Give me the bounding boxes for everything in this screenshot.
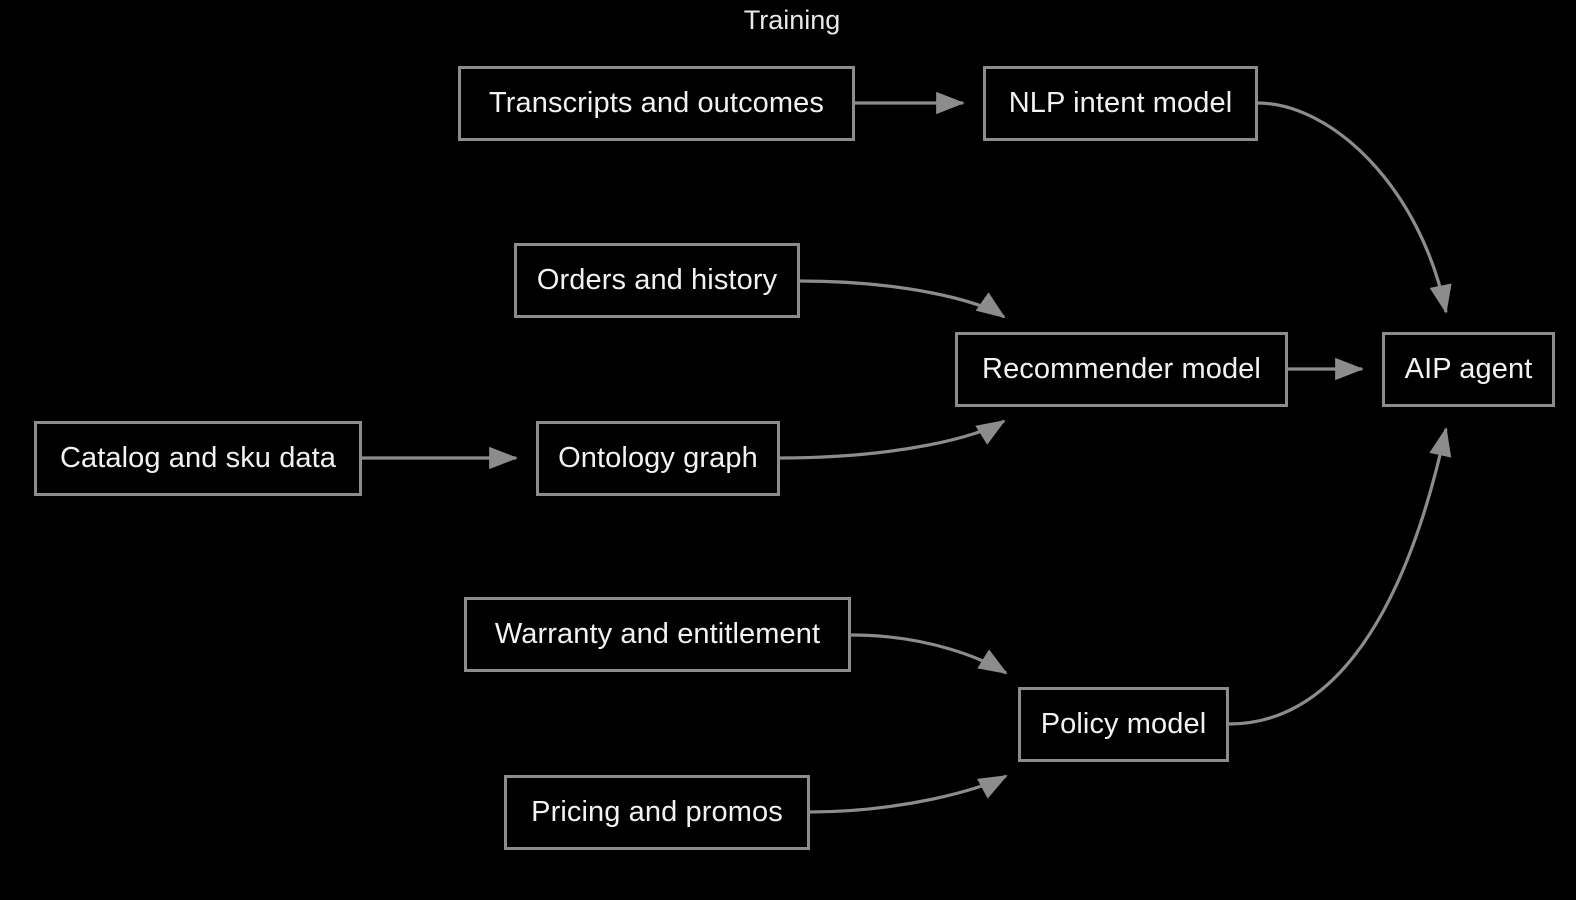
node-policy[interactable]: Policy model (1018, 687, 1229, 762)
node-label-pricing: Pricing and promos (531, 796, 783, 828)
node-recommender[interactable]: Recommender model (955, 332, 1288, 407)
node-label-ontology: Ontology graph (558, 442, 758, 474)
node-ontology[interactable]: Ontology graph (536, 421, 780, 496)
node-label-aip: AIP agent (1404, 353, 1533, 385)
node-aip[interactable]: AIP agent (1382, 332, 1555, 407)
node-label-catalog: Catalog and sku data (59, 442, 337, 474)
node-label-policy: Policy model (1040, 708, 1207, 740)
page-title: Training (743, 5, 841, 35)
node-label-recommender: Recommender model (982, 353, 1261, 385)
edge-nlp-to-aip (1257, 101, 1452, 314)
node-transcripts[interactable]: Transcripts and outcomes (458, 66, 855, 141)
edge-ontology-to-recommender (779, 419, 1006, 460)
edge-policy-to-aip (1228, 427, 1452, 726)
node-orders[interactable]: Orders and history (514, 243, 800, 318)
node-pricing[interactable]: Pricing and promos (504, 775, 810, 850)
node-label-warranty: Warranty and entitlement (494, 618, 821, 650)
edge-orders-to-recommender (799, 279, 1006, 319)
node-label-orders: Orders and history (536, 264, 778, 296)
edge-pricing-to-policy (809, 774, 1008, 814)
node-nlp[interactable]: NLP intent model (983, 66, 1258, 141)
edge-warranty-to-policy (850, 633, 1008, 675)
node-label-nlp: NLP intent model (1008, 87, 1233, 119)
node-catalog[interactable]: Catalog and sku data (34, 421, 362, 496)
node-label-transcripts: Transcripts and outcomes (489, 87, 824, 119)
node-warranty[interactable]: Warranty and entitlement (464, 597, 851, 672)
